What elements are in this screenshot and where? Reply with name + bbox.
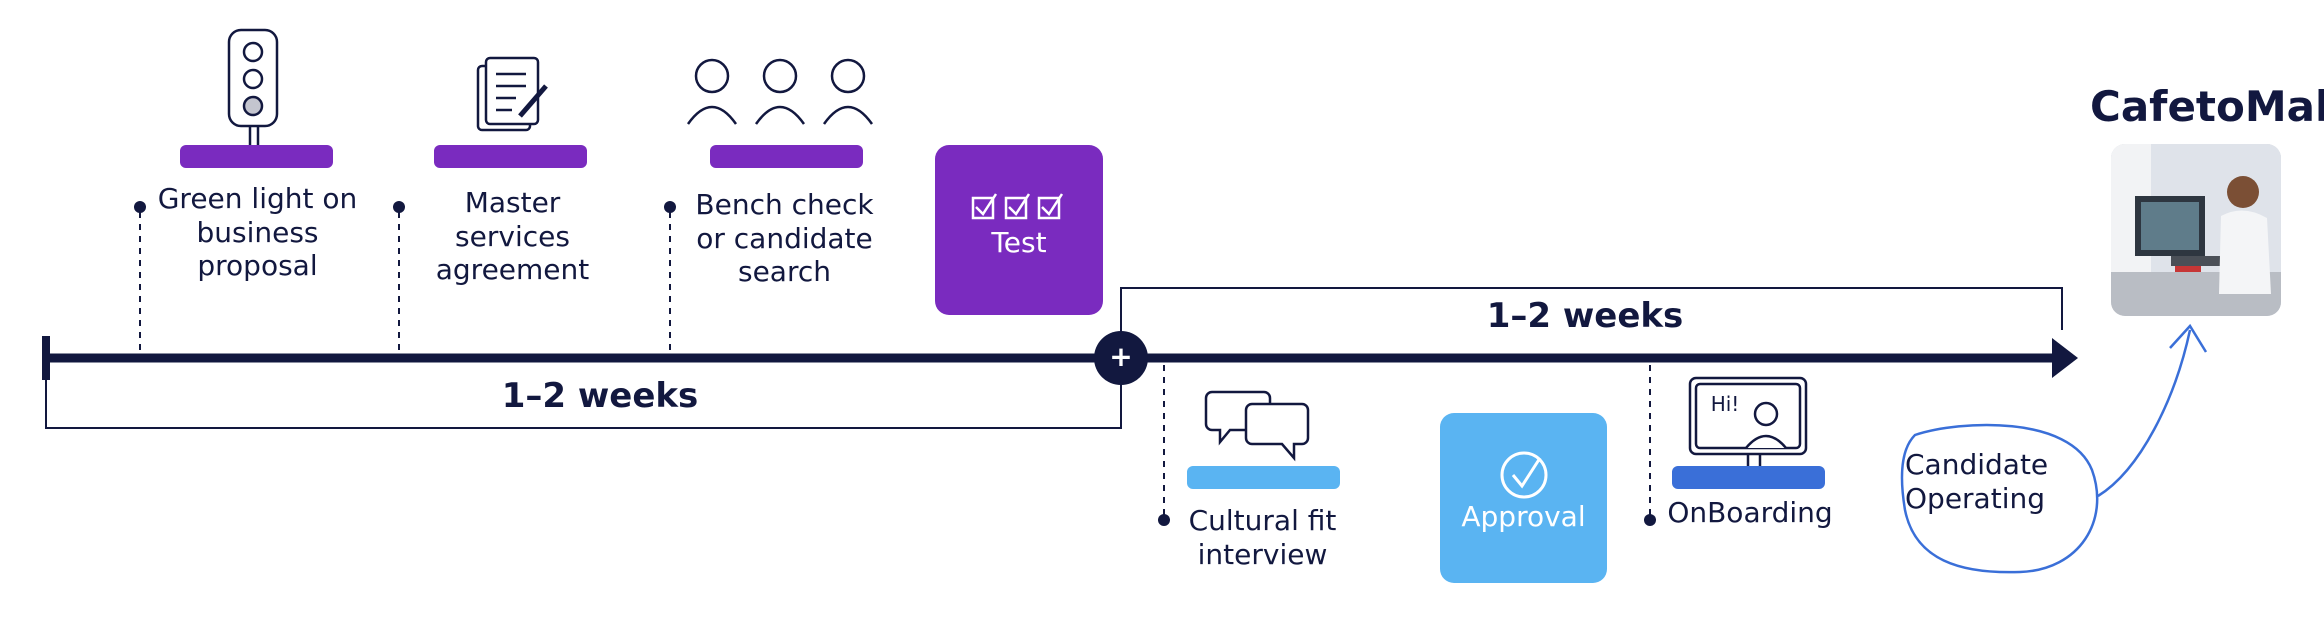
dot-step-2 bbox=[393, 201, 405, 213]
checklist-icon bbox=[971, 193, 1064, 220]
operating-arrow bbox=[2097, 329, 2192, 498]
dot-step-7 bbox=[1644, 514, 1656, 526]
step-1-bar bbox=[180, 145, 333, 168]
documents-icon bbox=[476, 56, 548, 132]
step-7-bar bbox=[1672, 466, 1825, 489]
timeline-arrowhead bbox=[2052, 338, 2078, 378]
phase-one-duration: 1–2 weeks bbox=[501, 376, 699, 416]
step-5-bar bbox=[1187, 466, 1340, 489]
dot-step-5 bbox=[1158, 514, 1170, 526]
chat-bubbles-icon bbox=[1204, 390, 1310, 462]
operating-label: Candidate Operating bbox=[1905, 448, 2049, 515]
check-circle-icon bbox=[1500, 451, 1548, 499]
traffic-light-icon bbox=[227, 28, 279, 145]
step-2-label: Master services agreement bbox=[435, 186, 590, 287]
step-2-bar bbox=[434, 145, 587, 168]
step-7-label: OnBoarding bbox=[1667, 496, 1833, 529]
people-icon bbox=[686, 58, 874, 125]
monitor-hi-icon bbox=[1688, 376, 1808, 466]
test-box bbox=[935, 145, 1103, 315]
operating-bubble bbox=[1900, 423, 2099, 574]
brand-title: CafetoMaker bbox=[2090, 82, 2324, 131]
step-5-label: Cultural fit interview bbox=[1188, 504, 1337, 571]
test-label: Test bbox=[991, 226, 1047, 259]
monitor-screen-text: Hi! bbox=[1710, 392, 1740, 416]
approval-label: Approval bbox=[1461, 500, 1586, 533]
phase-two-bracket bbox=[1120, 287, 2063, 340]
join-icon: + bbox=[1109, 340, 1133, 373]
phase-two-duration: 1–2 weeks bbox=[1486, 296, 1684, 336]
phase-one-bracket bbox=[45, 375, 1122, 429]
dot-step-1 bbox=[134, 201, 146, 213]
step-1-label: Green light on business proposal bbox=[157, 182, 358, 283]
join-circle bbox=[1094, 331, 1148, 385]
operating-arrowhead bbox=[2169, 323, 2208, 353]
dot-step-3 bbox=[664, 201, 676, 213]
candidate-photo bbox=[2111, 144, 2281, 316]
step-3-label: Bench check or candidate search bbox=[695, 188, 874, 289]
step-3-bar bbox=[710, 145, 863, 168]
